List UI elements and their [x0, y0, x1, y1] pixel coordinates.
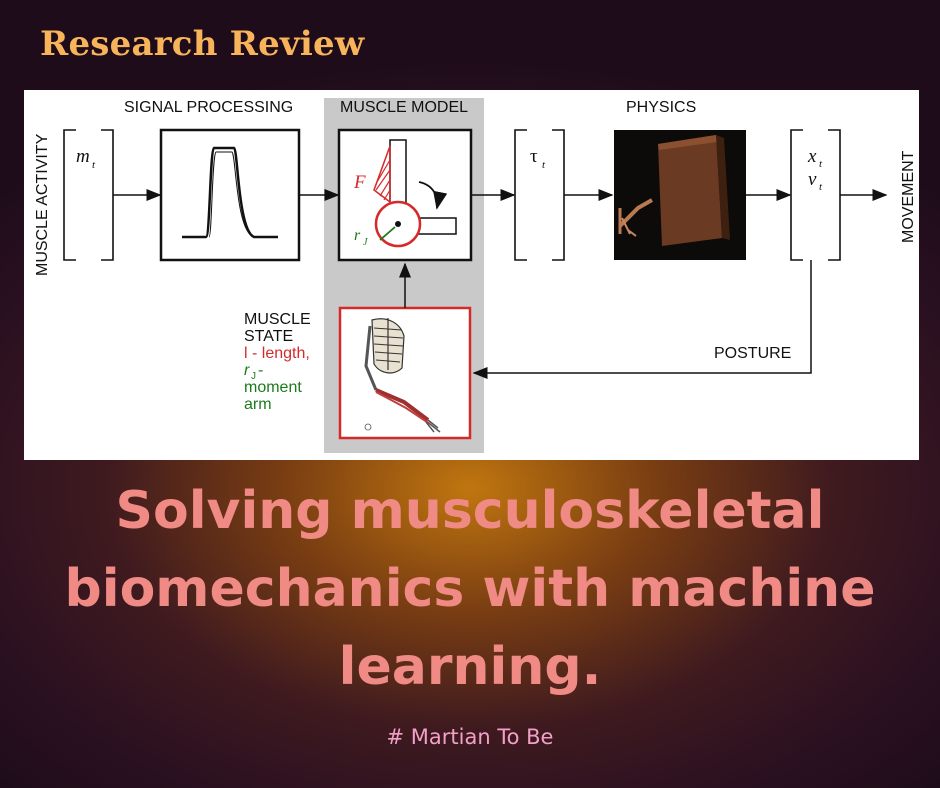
physics-render — [614, 130, 746, 260]
muscle-state-line1: MUSCLE — [244, 311, 311, 328]
moment-arm-line2: moment — [244, 379, 302, 396]
posture-feedback: POSTURE — [472, 260, 812, 379]
muscle-state-box — [338, 306, 472, 440]
diagram-svg: SIGNAL PROCESSING MUSCLE MODEL PHYSICS M… — [34, 98, 917, 453]
m-subscript: t — [92, 159, 96, 171]
muscle-activity-vector: m t — [63, 129, 114, 261]
credit-text: # Martian To Be — [386, 725, 554, 749]
v-variable: v — [808, 169, 817, 190]
movement-state-vector: x t v t — [790, 129, 841, 261]
page-title: Research Review — [40, 24, 365, 64]
muscle-model-box: F r J — [337, 128, 473, 262]
headline: Solving musculoskeletal biomechanics wit… — [64, 481, 876, 697]
muscle-activity-label: MUSCLE ACTIVITY — [34, 133, 51, 276]
tau-variable: τ — [530, 146, 538, 167]
v-subscript: t — [819, 181, 823, 193]
moment-arm-line3: arm — [244, 396, 272, 413]
muscle-model-label: MUSCLE MODEL — [340, 99, 468, 116]
signal-processing-box — [159, 128, 301, 262]
m-variable: m — [76, 146, 90, 167]
physics-label: PHYSICS — [626, 99, 696, 116]
posture-label: POSTURE — [714, 345, 791, 362]
rj-variable: r — [354, 227, 361, 244]
x-variable: x — [807, 146, 817, 167]
signal-processing-label: SIGNAL PROCESSING — [124, 99, 293, 116]
muscle-state-line2: STATE — [244, 328, 293, 345]
muscle-state-legend: MUSCLE STATE l - length, r J - moment ar… — [244, 311, 311, 413]
tau-subscript: t — [542, 159, 546, 171]
moment-arm-symbol: r — [244, 362, 250, 379]
moment-arm-dash: - — [258, 362, 263, 379]
x-subscript: t — [819, 158, 823, 170]
movement-label: MOVEMENT — [900, 150, 917, 243]
diagram-figure: SIGNAL PROCESSING MUSCLE MODEL PHYSICS M… — [24, 90, 919, 460]
force-variable: F — [353, 172, 366, 193]
rj-subscript: J — [363, 237, 368, 248]
length-label: l - length, — [244, 345, 310, 362]
moment-arm-subscript: J — [251, 371, 256, 382]
torque-vector: τ t — [514, 129, 565, 261]
